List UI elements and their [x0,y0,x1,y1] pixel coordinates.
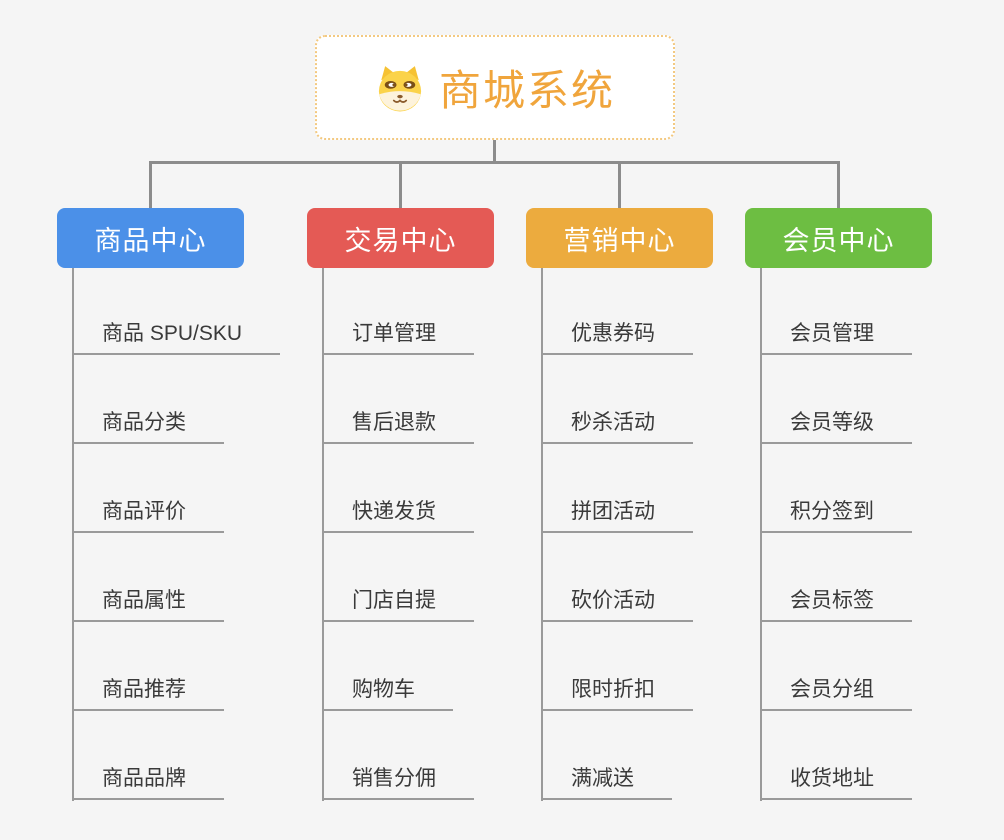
leaf-node[interactable]: 积分签到 [760,444,912,533]
branch-label: 会员中心 [782,225,895,256]
leaf-label: 会员管理 [790,322,874,345]
leaf-label: 砍价活动 [571,589,655,612]
leaf-node[interactable]: 商品品牌 [72,711,224,800]
leaf-node[interactable]: 商品分类 [72,355,224,444]
branch-label: 商品中心 [94,225,207,256]
leaf-label: 优惠券码 [571,322,655,345]
leaf-label: 会员分组 [790,678,874,701]
leaf-node[interactable]: 购物车 [322,622,453,711]
leaf-label: 商品分类 [102,411,186,434]
connector-horizontal [149,161,840,164]
leaf-label: 收货地址 [790,767,874,790]
leaf-label: 会员等级 [790,411,874,434]
leaf-label: 快递发货 [352,500,436,523]
leaf-node[interactable]: 砍价活动 [541,533,693,622]
leaf-node[interactable]: 商品推荐 [72,622,224,711]
leaf-node[interactable]: 商品评价 [72,444,224,533]
leaf-node[interactable]: 秒杀活动 [541,355,693,444]
connector-drop [149,161,152,209]
leaf-label: 会员标签 [790,589,874,612]
leaf-node[interactable]: 会员分组 [760,622,912,711]
leaf-node[interactable]: 门店自提 [322,533,474,622]
shiba-dog-icon [375,64,425,112]
leaf-label: 订单管理 [352,322,436,345]
branch-trunk [322,268,324,801]
leaf-node[interactable]: 拼团活动 [541,444,693,533]
connector-root-stub [493,140,496,162]
branch-label: 交易中心 [344,225,457,256]
leaf-node[interactable]: 商品属性 [72,533,224,622]
leaf-label: 售后退款 [352,411,436,434]
branch-node-0[interactable]: 商品中心 [57,208,244,268]
leaf-label: 购物车 [352,678,415,701]
leaf-list: 会员管理会员等级积分签到会员标签会员分组收货地址 [760,266,912,800]
leaf-node[interactable]: 销售分佣 [322,711,474,800]
leaf-node[interactable]: 会员管理 [760,266,912,355]
leaf-node[interactable]: 订单管理 [322,266,474,355]
leaf-label: 限时折扣 [571,678,655,701]
leaf-label: 满减送 [571,767,634,790]
leaf-node[interactable]: 商品 SPU/SKU [72,266,281,355]
branch-trunk [760,268,762,801]
branch-node-1[interactable]: 交易中心 [307,208,494,268]
leaf-label: 拼团活动 [571,500,655,523]
leaf-node[interactable]: 限时折扣 [541,622,693,711]
leaf-node[interactable]: 会员等级 [760,355,912,444]
leaf-label: 门店自提 [352,589,436,612]
leaf-node[interactable]: 收货地址 [760,711,912,800]
connector-drop [618,161,621,209]
leaf-list: 商品 SPU/SKU 商品分类商品评价商品属性商品推荐商品品牌 [72,266,281,800]
leaf-node[interactable]: 满减送 [541,711,672,800]
leaf-list: 订单管理售后退款快递发货门店自提购物车销售分佣 [322,266,474,800]
leaf-node[interactable]: 会员标签 [760,533,912,622]
leaf-label: 商品 SPU/SKU [102,322,243,345]
branch-node-2[interactable]: 营销中心 [526,208,713,268]
leaf-node[interactable]: 优惠券码 [541,266,693,355]
branch-label: 营销中心 [563,225,676,256]
leaf-list: 优惠券码秒杀活动拼团活动砍价活动限时折扣满减送 [541,266,693,800]
branch-trunk [541,268,543,801]
leaf-label: 商品属性 [102,589,186,612]
root-node[interactable]: 商城系统 [315,35,675,140]
connector-drop [837,161,840,209]
leaf-label: 商品品牌 [102,767,186,790]
root-title: 商城系统 [438,67,615,114]
leaf-label: 销售分佣 [352,767,436,790]
branch-trunk [72,268,74,801]
connector-drop [399,161,402,209]
leaf-label: 商品推荐 [102,678,186,701]
leaf-label: 积分签到 [790,500,874,523]
branch-node-3[interactable]: 会员中心 [745,208,932,268]
leaf-label: 商品评价 [102,500,186,523]
leaf-node[interactable]: 快递发货 [322,444,474,533]
leaf-node[interactable]: 售后退款 [322,355,474,444]
leaf-label: 秒杀活动 [571,411,655,434]
